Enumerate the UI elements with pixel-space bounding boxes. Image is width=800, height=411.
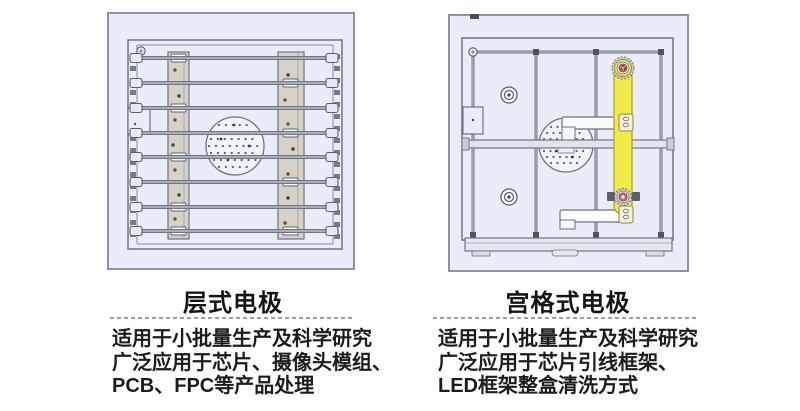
description-line: LED框架整盒清洗方式 <box>438 375 638 398</box>
perforated-disc <box>205 116 265 176</box>
description-line: 适用于小批量生产及科学研究 <box>112 328 372 350</box>
right-panel-title: 宫格式电极 <box>505 290 631 317</box>
left-wall-bracket <box>462 106 484 135</box>
description-line: 广泛应用于芯片、摄像头模组、 <box>112 351 392 374</box>
description-line: PCB、FPC等产品处理 <box>112 375 315 398</box>
right-panel-description: 适用于小批量生产及科学研究 广泛应用于芯片引线框架、 LED框架整盒清洗方式 <box>438 328 698 399</box>
layered-electrode-diagram <box>107 12 355 270</box>
rotary-fitting-bottom <box>607 188 640 206</box>
description-line: 广泛应用于芯片引线框架、 <box>438 351 678 374</box>
inner-tank-frame <box>127 39 343 250</box>
target-fitting-bottom <box>500 188 518 206</box>
left-panel-description: 适用于小批量生产及科学研究 广泛应用于芯片、摄像头模组、 PCB、FPC等产品处… <box>112 328 392 399</box>
top-tab <box>470 14 479 19</box>
corner-pin <box>468 47 478 57</box>
grid-electrode-diagram <box>448 14 689 272</box>
description-line: 适用于小批量生产及科学研究 <box>438 328 698 350</box>
left-dashed-separator <box>110 317 353 319</box>
right-dashed-separator <box>433 317 696 319</box>
electrode-rods <box>129 52 339 237</box>
base-assembly <box>464 237 673 257</box>
rail-fastener-dots <box>171 68 295 225</box>
left-panel-title: 层式电极 <box>183 290 283 317</box>
target-fitting-top <box>500 86 518 104</box>
middle-shelf-bar <box>461 137 675 154</box>
mount-plate-middle <box>618 113 634 132</box>
rotary-fitting-top <box>611 56 635 80</box>
mount-plate-bottom <box>618 205 634 224</box>
